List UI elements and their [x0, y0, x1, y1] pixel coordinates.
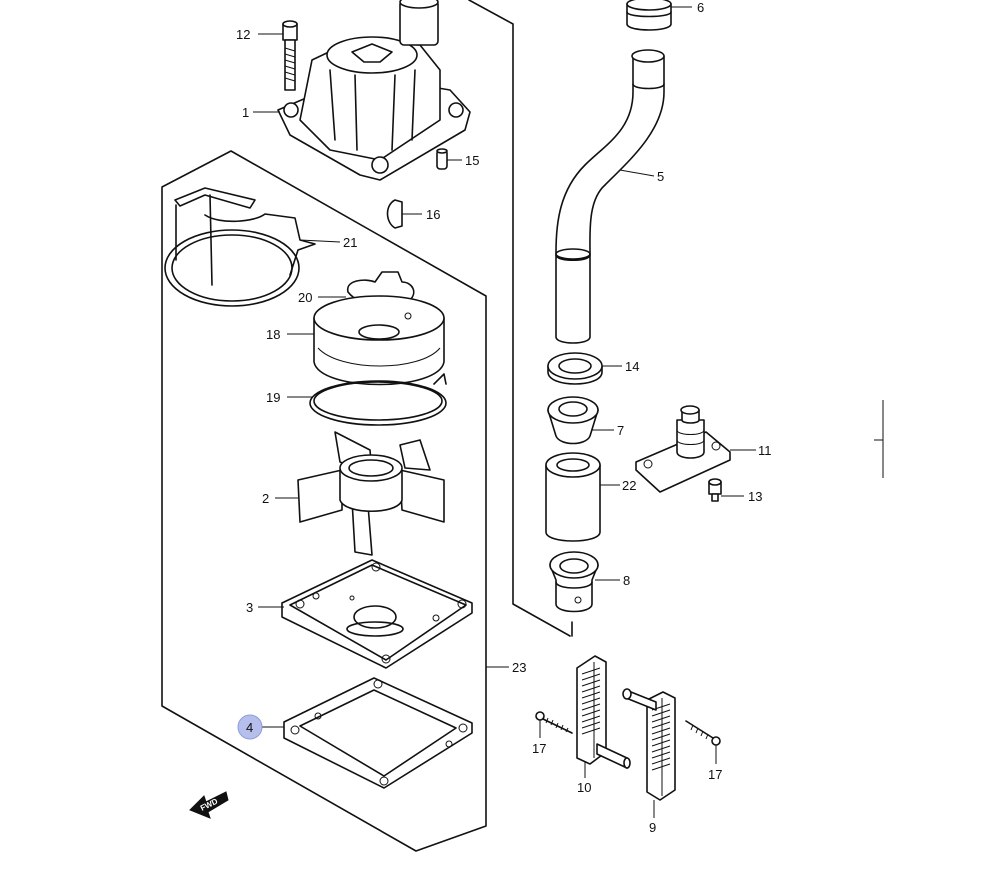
label-part-15[interactable]: 15	[465, 153, 479, 168]
kit-box-outline	[161, 150, 487, 852]
housing-guide-line	[468, 0, 573, 637]
label-part-13[interactable]: 13	[748, 489, 762, 504]
screw-17-left	[535, 711, 573, 734]
highlight-marker[interactable]	[237, 714, 263, 740]
oring-19	[309, 373, 447, 426]
edge-marks	[874, 400, 884, 478]
plate-3	[281, 559, 473, 669]
impeller-2	[297, 431, 445, 556]
label-part-21[interactable]: 21	[343, 235, 357, 250]
forward-arrow-icon: FWD	[189, 791, 229, 819]
fitting-11	[635, 405, 731, 493]
label-part-22[interactable]: 22	[622, 478, 636, 493]
seal-14	[547, 352, 603, 385]
label-part-9[interactable]: 9	[649, 820, 656, 835]
grommet-6	[626, 0, 672, 31]
gasket-4	[283, 677, 473, 789]
label-part-16[interactable]: 16	[426, 207, 440, 222]
sleeve-22	[545, 452, 601, 542]
part-labels: 12 1 6 5 15 16 21 20 18 19 2 3 4 23 14 7…	[236, 0, 772, 835]
label-part-17-left[interactable]: 17	[532, 741, 546, 756]
pump-housing	[277, 0, 471, 181]
bolt-12	[282, 20, 298, 91]
screw-17-right	[685, 720, 721, 746]
water-tube-5	[555, 49, 665, 344]
label-part-12[interactable]: 12	[236, 27, 250, 42]
label-part-17-right[interactable]: 17	[708, 767, 722, 782]
screw-13	[708, 478, 722, 502]
label-part-6[interactable]: 6	[697, 0, 704, 15]
bushing-7	[547, 396, 599, 445]
label-part-20[interactable]: 20	[298, 290, 312, 305]
label-part-3[interactable]: 3	[246, 600, 253, 615]
pin-15	[436, 148, 448, 170]
label-part-5[interactable]: 5	[657, 169, 664, 184]
label-part-10[interactable]: 10	[577, 780, 591, 795]
liner-21	[164, 187, 316, 307]
label-part-8[interactable]: 8	[623, 573, 630, 588]
bracket-9	[622, 688, 676, 801]
grommet-8	[549, 551, 599, 613]
label-part-4[interactable]: 4	[246, 720, 253, 735]
label-part-1[interactable]: 1	[242, 105, 249, 120]
impeller-case-18	[313, 295, 445, 386]
label-part-2[interactable]: 2	[262, 491, 269, 506]
label-part-11[interactable]: 11	[758, 443, 772, 458]
label-part-23[interactable]: 23	[512, 660, 526, 675]
key-16	[386, 199, 403, 229]
leader-lines	[253, 6, 756, 818]
label-part-18[interactable]: 18	[266, 327, 280, 342]
label-part-7[interactable]: 7	[617, 423, 624, 438]
label-part-14[interactable]: 14	[625, 359, 639, 374]
label-part-19[interactable]: 19	[266, 390, 280, 405]
bracket-10	[576, 655, 631, 769]
